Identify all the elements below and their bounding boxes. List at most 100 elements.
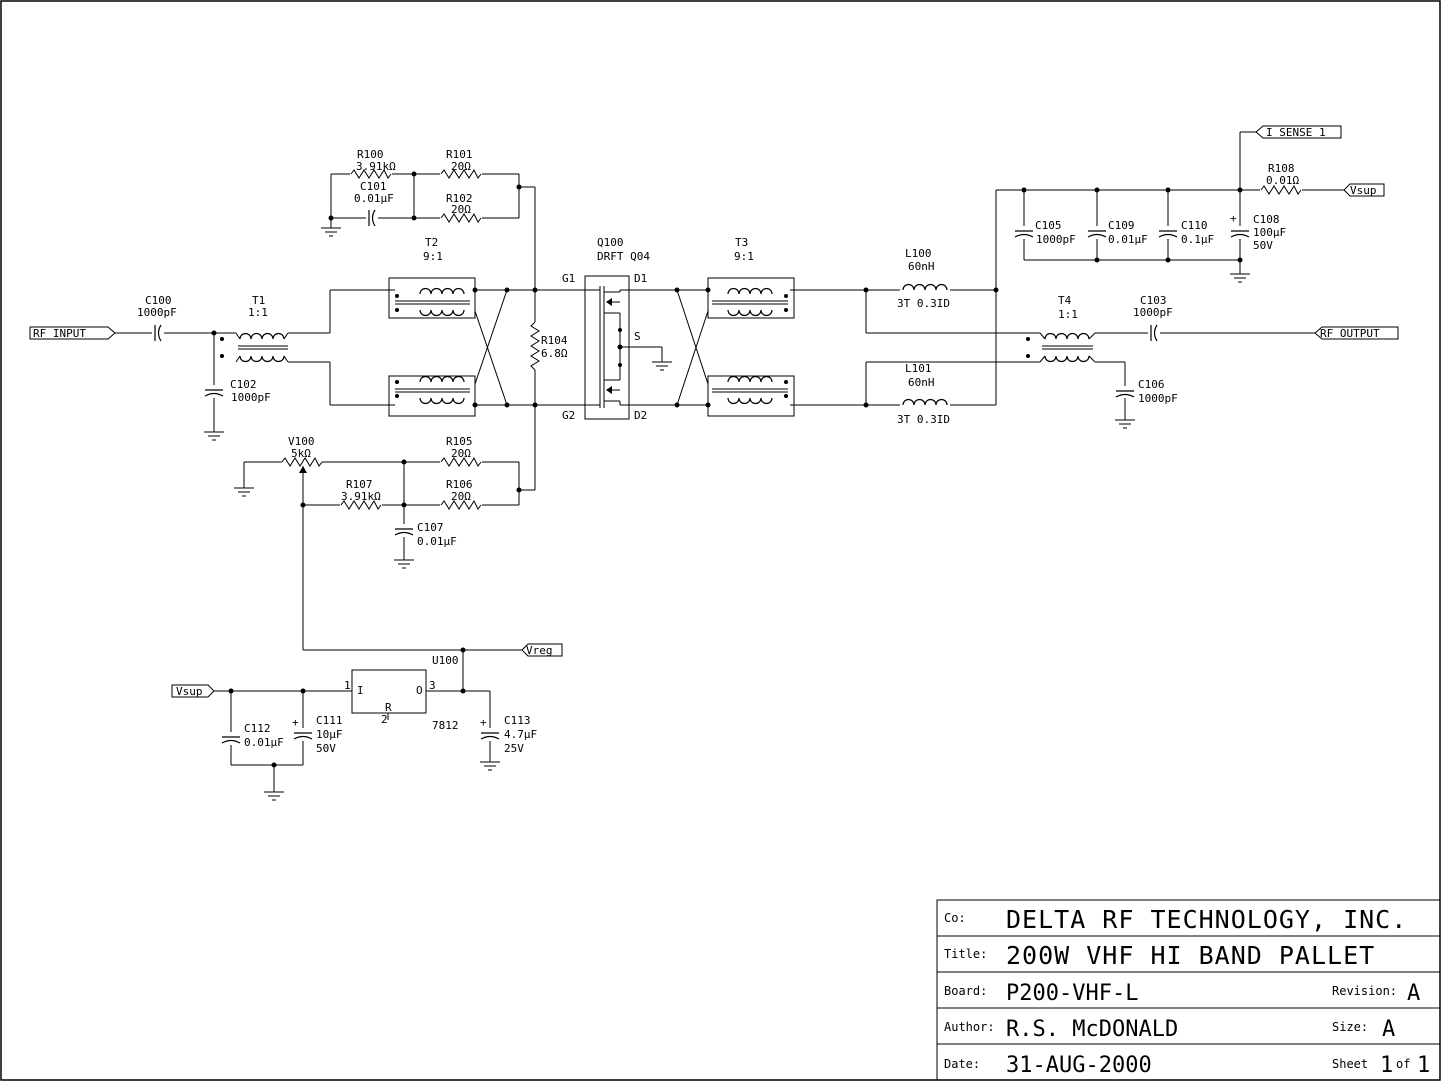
c100-value: 1000pF	[137, 306, 177, 319]
capacitor-c106: C106 1000pF	[1115, 378, 1178, 405]
q100-value: DRFT Q04	[597, 250, 650, 263]
t2-ref: T2	[425, 236, 438, 249]
c106-ref: C106	[1138, 378, 1165, 391]
tb-company: DELTA RF TECHNOLOGY, INC.	[1006, 905, 1407, 934]
svg-text:Vsup: Vsup	[1350, 184, 1377, 197]
pin-d1: D1	[634, 272, 647, 285]
c111-ref: C111	[316, 714, 343, 727]
t3-value: 9:1	[734, 250, 754, 263]
capacitor-c100: C100 1000pF	[137, 294, 177, 342]
l100-extra: 3T 0.3ID	[897, 297, 950, 310]
net-label-i-sense: I_SENSE_1	[1255, 125, 1342, 139]
r105-ref: R105	[446, 435, 473, 448]
tb-date: 31-AUG-2000	[1006, 1053, 1152, 1078]
net-label-rf-output: RF_OUTPUT	[1314, 326, 1399, 340]
tb-title-label: Title:	[944, 947, 987, 961]
t3-ref: T3	[735, 236, 748, 249]
u100-ref: U100	[432, 654, 459, 667]
svg-text:RF_OUTPUT: RF_OUTPUT	[1320, 327, 1380, 340]
tb-author-label: Author:	[944, 1020, 995, 1034]
c108-ref: C108	[1253, 213, 1280, 226]
transformer-t1: T1 1:1	[220, 294, 289, 363]
transformer-t2: T2 9:1	[388, 236, 476, 417]
u100-gnd: R	[385, 701, 392, 714]
c110-ref: C110	[1181, 219, 1208, 232]
c106-value: 1000pF	[1138, 392, 1178, 405]
mosfet-q100: Q100 DRFT Q04 G1 G2 D1 D2 S	[562, 236, 650, 422]
c108-value: 100μF	[1253, 226, 1286, 239]
resistor-r101: R101 20Ω	[440, 148, 482, 179]
ground-symbol	[1229, 273, 1251, 283]
c109-ref: C109	[1108, 219, 1135, 232]
ground-symbol	[203, 431, 225, 441]
c111-value: 10μF	[316, 728, 343, 741]
c112-ref: C112	[244, 722, 271, 735]
ground-symbol	[233, 487, 255, 497]
r108-ref: R108	[1268, 162, 1295, 175]
c100-ref: C100	[145, 294, 172, 307]
svg-text:I_SENSE_1: I_SENSE_1	[1266, 126, 1326, 139]
c103-ref: C103	[1140, 294, 1167, 307]
resistor-r102: R102 20Ω	[440, 192, 482, 223]
l100-value: 60nH	[908, 260, 935, 273]
tb-sheet-label: Sheet	[1332, 1057, 1368, 1071]
t1-value: 1:1	[248, 306, 268, 319]
transformer-t4: T4 1:1	[1026, 294, 1096, 363]
u100-out: O	[416, 684, 423, 697]
pin-g1: G1	[562, 272, 575, 285]
u100-value: 7812	[432, 719, 459, 732]
wires	[115, 131, 1344, 792]
u100-pin3: 3	[429, 679, 436, 692]
c110-value: 0.1μF	[1181, 233, 1214, 246]
capacitor-c109: C109 0.01μF	[1087, 219, 1148, 246]
r106-value: 20Ω	[451, 490, 471, 503]
c105-value: 1000pF	[1036, 233, 1076, 246]
tb-size: A	[1382, 1017, 1395, 1042]
tb-sheet: 1	[1380, 1053, 1393, 1078]
l100-ref: L100	[905, 247, 932, 260]
c107-ref: C107	[417, 521, 444, 534]
q100-ref: Q100	[597, 236, 624, 249]
r105-value: 20Ω	[451, 447, 471, 460]
svg-text:+: +	[480, 716, 487, 729]
r104-ref: R104	[541, 334, 568, 347]
c111-voltage: 50V	[316, 742, 336, 755]
tb-board-label: Board:	[944, 984, 987, 998]
r107-value: 3.91kΩ	[341, 490, 381, 503]
r108-value: 0.01Ω	[1266, 174, 1299, 187]
capacitor-c108: + C108 100μF 50V	[1230, 212, 1286, 252]
net-label-vsup-top: Vsup	[1343, 183, 1385, 197]
ground-symbol	[263, 791, 285, 801]
t4-value: 1:1	[1058, 308, 1078, 321]
v100-value: 5kΩ	[291, 447, 311, 460]
r100-value: 3.91kΩ	[356, 160, 396, 173]
tb-revision-label: Revision:	[1332, 984, 1397, 998]
t4-ref: T4	[1058, 294, 1072, 307]
resistor-r107: R107 3.91kΩ	[340, 478, 382, 510]
tb-title: 200W VHF HI BAND PALLET	[1006, 941, 1375, 970]
pin-g2: G2	[562, 409, 575, 422]
c113-ref: C113	[504, 714, 531, 727]
ground-symbol	[479, 761, 501, 771]
capacitor-c110: C110 0.1μF	[1158, 219, 1214, 246]
tb-board: P200-VHF-L	[1006, 981, 1138, 1006]
t2-value: 9:1	[423, 250, 443, 263]
c102-ref: C102	[230, 378, 257, 391]
u100-pin2: 2	[381, 713, 388, 726]
capacitor-c105: C105 1000pF	[1014, 219, 1076, 246]
tb-company-label: Co:	[944, 911, 966, 925]
r101-ref: R101	[446, 148, 473, 161]
capacitor-c107: C107 0.01μF	[394, 521, 457, 548]
ground-symbol	[651, 361, 673, 371]
tb-sheets: 1	[1417, 1053, 1430, 1078]
capacitor-c113: + C113 4.7μF 25V	[480, 714, 537, 755]
v100-ref: V100	[288, 435, 315, 448]
l101-value: 60nH	[908, 376, 935, 389]
c102-value: 1000pF	[231, 391, 271, 404]
capacitor-c101: C101 0.01μF	[354, 180, 394, 227]
r100-ref: R100	[357, 148, 384, 161]
capacitor-c112: C112 0.01μF	[221, 722, 284, 749]
capacitor-c111: + C111 10μF 50V	[292, 714, 343, 755]
c103-value: 1000pF	[1133, 306, 1173, 319]
